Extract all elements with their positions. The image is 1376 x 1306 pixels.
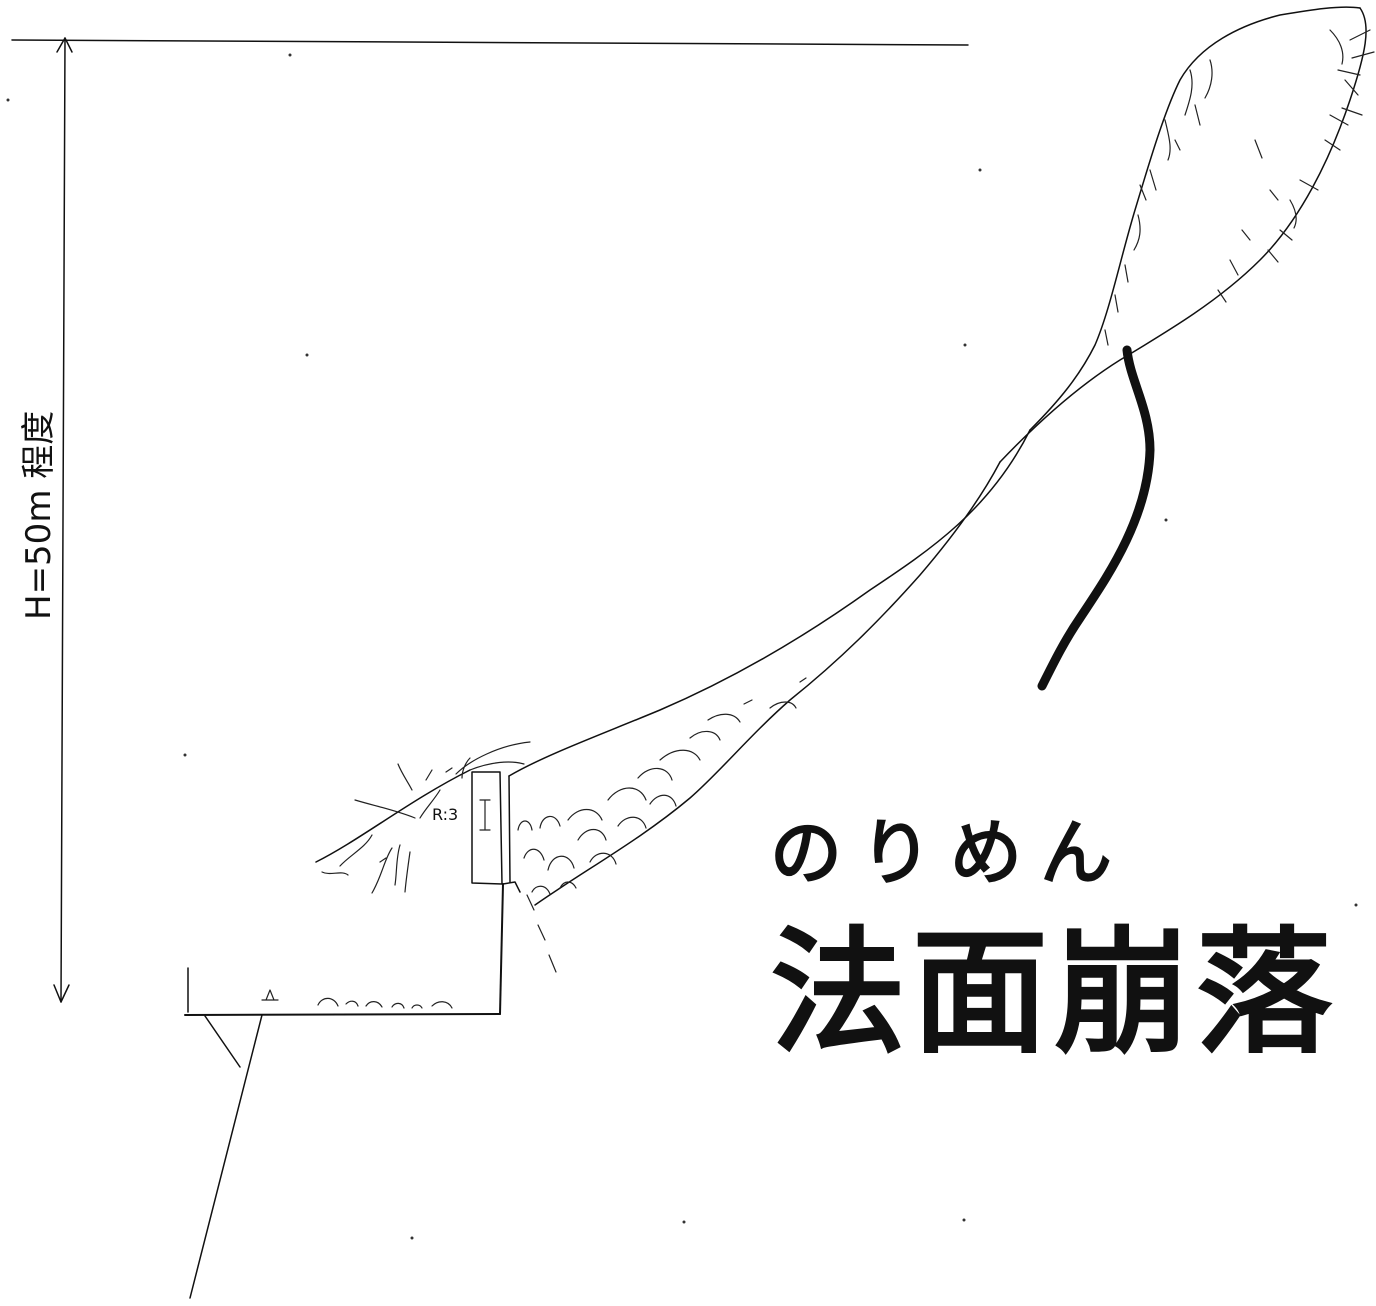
- upper-slope-left: [1029, 6, 1361, 431]
- scarp-cracks: [1104, 59, 1279, 346]
- wall-post: [508, 775, 511, 883]
- left-slope-surface: [315, 769, 471, 863]
- debris-lower-outline: [534, 461, 1001, 906]
- collapse-indicator: [1037, 345, 1155, 691]
- foundation-line: [189, 1014, 263, 1299]
- road-cut-slope: [204, 1015, 241, 1068]
- specks: [6, 53, 1358, 1240]
- title: 法面崩落: [770, 915, 1338, 1073]
- vegetation-left: [321, 763, 453, 894]
- rubble-on-road: [317, 997, 453, 1009]
- height-arrow-top: [56, 37, 73, 53]
- wall-dash-1: [526, 894, 557, 973]
- road-surface: [184, 1013, 501, 1016]
- vegetation-right: [1267, 29, 1375, 263]
- title-reading: のりめん: [770, 811, 1130, 895]
- pier-label: R:3: [432, 805, 458, 824]
- top-reference-line: [11, 39, 969, 46]
- wall-top: [502, 881, 521, 893]
- height-arrow-bottom: [53, 984, 70, 1003]
- debris-boulders: [517, 677, 807, 895]
- benchmark-mark: [261, 989, 279, 1001]
- height-dimension-line: [60, 37, 66, 1003]
- pier-dimension: [479, 799, 491, 831]
- height-label: H=50m 程度: [19, 411, 59, 620]
- upper-slope-right: [999, 7, 1367, 463]
- grass-top: [455, 741, 531, 779]
- debris-upper-outline: [508, 429, 1031, 777]
- pier-box: [471, 771, 503, 885]
- wall-right-face: [499, 883, 504, 1015]
